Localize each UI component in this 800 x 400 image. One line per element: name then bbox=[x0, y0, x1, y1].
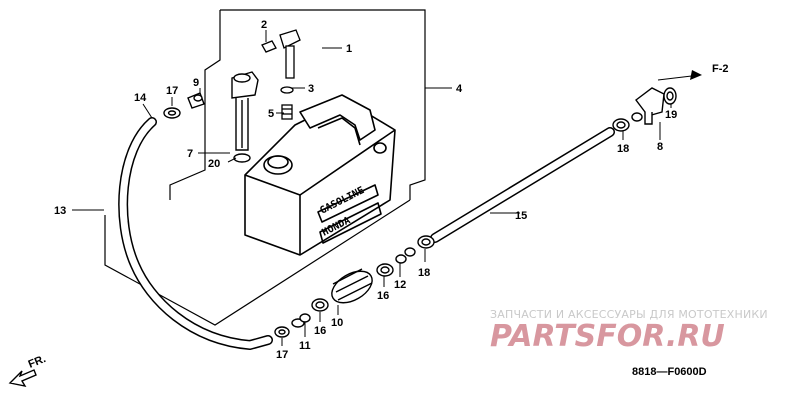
fuel-joint-assembly bbox=[261, 29, 301, 120]
callout-19: 19 bbox=[665, 109, 677, 121]
callout-15: 15 bbox=[515, 210, 527, 222]
callout-17-lower: 17 bbox=[276, 349, 288, 361]
callout-1: 1 bbox=[346, 43, 352, 55]
callout-11: 11 bbox=[299, 340, 311, 352]
watermark-logo: PARTSFOR.RU bbox=[490, 319, 725, 354]
front-direction-label: FR. bbox=[27, 353, 48, 371]
front-direction-arrow-icon bbox=[8, 369, 37, 387]
callout-18-right: 18 bbox=[617, 143, 629, 155]
callout-3: 3 bbox=[308, 83, 314, 95]
hose-15 bbox=[430, 127, 615, 243]
callout-7: 7 bbox=[187, 148, 193, 160]
callouts: 1 2 3 4 5 7 8 9 10 11 12 13 14 15 16 16 … bbox=[54, 19, 677, 361]
diagram-code: 8818—F0600D bbox=[632, 366, 707, 378]
fuel-gauge-assembly bbox=[231, 71, 259, 163]
hose-inner bbox=[119, 118, 272, 349]
primer-bulb bbox=[331, 268, 373, 304]
callout-18-center: 18 bbox=[418, 267, 430, 279]
fittings bbox=[163, 87, 677, 338]
callout-2: 2 bbox=[261, 19, 267, 31]
callout-13: 13 bbox=[54, 205, 66, 217]
callout-20: 20 bbox=[208, 158, 220, 170]
callout-16-primer: 16 bbox=[377, 290, 389, 302]
callout-16-hose: 16 bbox=[314, 325, 326, 337]
fuel-tank bbox=[244, 94, 396, 256]
reference-f2: F-2 bbox=[712, 63, 729, 75]
callout-4: 4 bbox=[456, 83, 463, 95]
leader-lines bbox=[72, 30, 701, 346]
callout-5: 5 bbox=[268, 108, 274, 120]
f2-arrow bbox=[690, 70, 702, 80]
callout-17-upper: 17 bbox=[166, 85, 178, 97]
callout-9: 9 bbox=[193, 77, 199, 89]
callout-10: 10 bbox=[331, 317, 343, 329]
watermark-tagline: ЗАПЧАСТИ И АКСЕССУАРЫ ДЛЯ МОТОТЕХНИКИ bbox=[490, 308, 768, 321]
callout-8: 8 bbox=[657, 141, 663, 153]
callout-14: 14 bbox=[134, 92, 147, 104]
callout-12: 12 bbox=[394, 279, 406, 291]
